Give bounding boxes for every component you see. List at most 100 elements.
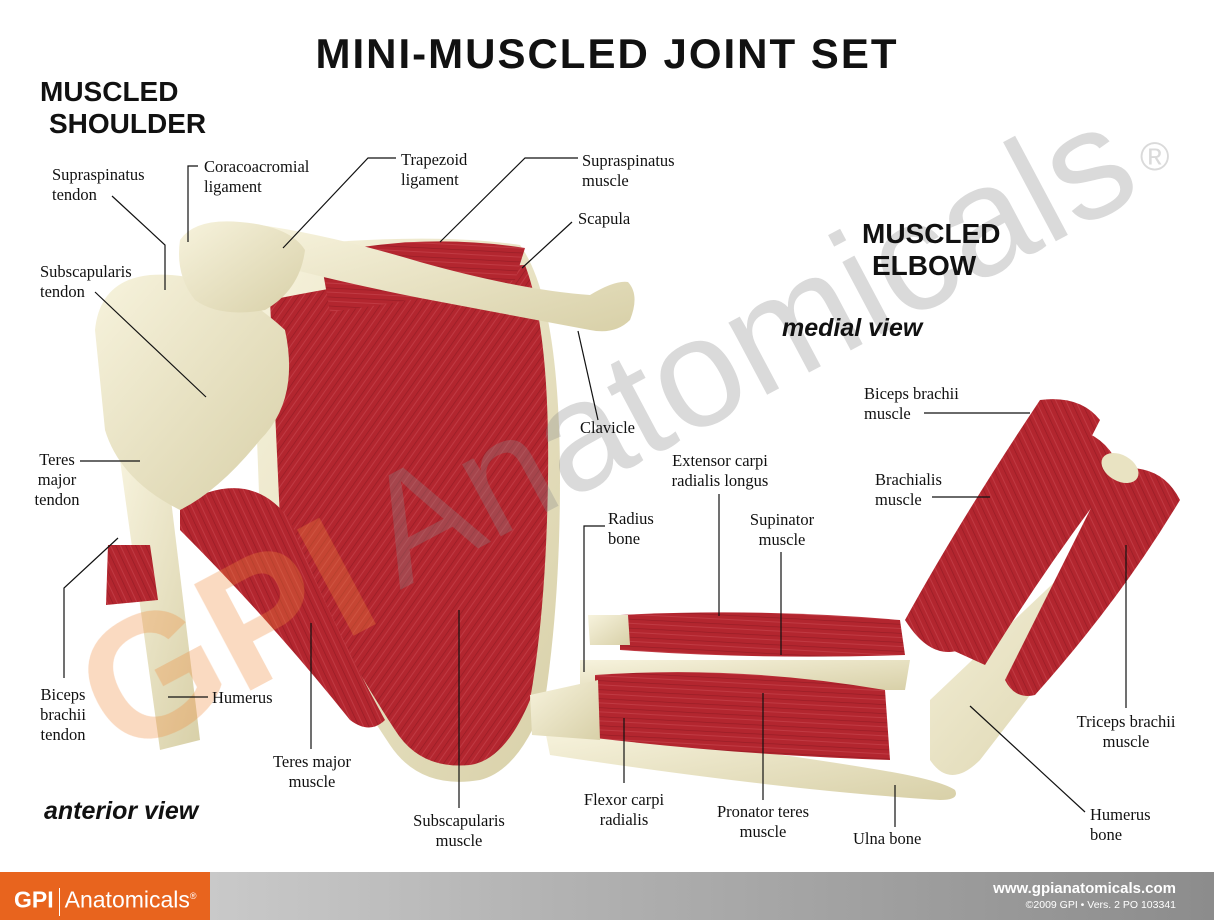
label-coracoacromial-ligament: Coracoacromial ligament [204,157,309,197]
label-flexor-carpi-radialis: Flexor carpi radialis [566,790,682,830]
page-title: MINI-MUSCLED JOINT SET [315,30,899,77]
label-subscapularis-muscle: Subscapularis muscle [400,811,518,851]
label-line: radialis [599,810,649,829]
label-line: muscle [875,490,922,509]
label-line: Teres major [272,752,352,771]
label-line: Teres [39,450,75,469]
radius-distal-shape [588,615,630,645]
label-line: bone [1090,825,1123,844]
label-line: Pronator teres [716,802,810,821]
label-trapezoid-ligament: Trapezoid ligament [401,150,467,190]
subscapularis-muscle-shape [270,265,549,766]
extensor-carpi-shape [620,612,905,657]
label-line: Ulna bone [853,829,922,848]
clavicle-shape [260,225,635,332]
label-extensor-carpi-radialis-longus: Extensor carpi radialis longus [655,451,785,491]
label-line: muscle [1102,732,1150,751]
shoulder-heading: MUSCLED SHOULDER [40,76,206,140]
label-humerus-bone: Humerus bone [1090,805,1151,845]
elbow-view-label: medial view [782,314,923,342]
leader-clavicle [577,330,599,421]
shoulder-heading-line1: MUSCLED [40,76,179,107]
shoulder-model [95,221,635,782]
footer-website[interactable]: www.gpianatomicals.com [993,880,1176,897]
humerus-shape [120,450,200,750]
label-line: ligament [204,177,262,196]
biceps-tendon-stump [106,545,158,605]
label-line: ligament [401,170,459,189]
label-line: Humerus [212,688,273,707]
leader-trapezoid [282,157,396,249]
label-subscapularis-tendon: Subscapularis tendon [40,262,132,302]
label-ulna-bone: Ulna bone [853,829,921,849]
triceps-muscle-shape [1005,468,1180,696]
teres-major-muscle-shape [180,488,385,728]
label-line: Brachialis [875,470,942,489]
label-line: bone [608,529,641,548]
label-line: radialis longus [671,471,769,490]
label-line: Scapula [578,209,631,228]
label-brachialis-muscle: Brachialis muscle [875,470,942,510]
forearm-distal-shape [530,680,600,740]
leader-supraspinatus-tendon [111,195,166,290]
leader-scapula [521,221,573,269]
flexor-forearm-shape [595,672,890,760]
humeral-head-shape [95,274,290,510]
label-line: Subscapularis [40,262,132,281]
label-supinator-muscle: Supinator muscle [732,510,832,550]
brachialis-muscle-shape [930,430,1120,665]
label-biceps-brachii-tendon: Biceps brachii tendon [30,685,96,745]
shoulder-view-label: anterior view [44,797,199,825]
leader-subscapularis-tendon [94,291,207,398]
logo-anatomicals: Anatomicals [64,886,190,913]
label-line: muscle [582,171,629,190]
label-supraspinatus-muscle: Supraspinatus muscle [582,151,675,191]
leader-biceps-tendon [63,537,119,678]
label-line: muscle [864,404,911,423]
label-supraspinatus-tendon: Supraspinatus tendon [52,165,145,205]
ulna-shape [545,730,956,800]
label-line: muscle [288,772,336,791]
label-radius-bone: Radius bone [608,509,654,549]
label-biceps-brachii-muscle: Biceps brachii muscle [864,384,959,424]
label-line: Humerus [1090,805,1151,824]
label-line: Extensor carpi [672,451,768,470]
watermark-registered: ® [1140,135,1169,179]
label-line: brachii [40,705,86,724]
label-line: Supinator [749,510,815,529]
label-scapula: Scapula [578,209,630,229]
leader-radius [583,525,605,672]
label-line: tendon [34,490,80,509]
label-clavicle: Clavicle [580,418,635,438]
label-line: Radius [608,509,654,528]
label-line: tendon [40,725,86,744]
label-line: Flexor carpi [583,790,665,809]
label-line: muscle [435,831,483,850]
label-line: major [37,470,77,489]
elbow-model [530,399,1180,800]
logo-divider [58,887,60,916]
leader-lines [63,157,1127,827]
label-line: muscle [758,530,806,549]
label-line: Subscapularis [413,811,505,830]
biceps-muscle-shape [905,399,1100,652]
leader-coracoacromial [187,165,198,242]
label-humerus: Humerus [212,688,273,708]
elbow-heading: MUSCLED ELBOW [862,218,1000,282]
acromion-shape [179,221,305,313]
leader-supraspinatus-muscle [439,157,578,243]
label-line: muscle [739,822,787,841]
label-line: Trapezoid [401,150,468,169]
label-teres-major-tendon: Teres major tendon [24,450,90,510]
leader-humerus-bone [969,705,1086,813]
logo-gpi: GPI [14,886,54,913]
label-pronator-teres-muscle: Pronator teres muscle [702,802,824,842]
label-line: Supraspinatus [582,151,675,170]
label-line: Triceps brachii [1076,712,1176,731]
label-line: Biceps brachii [864,384,959,403]
label-line: Biceps [40,685,86,704]
label-line: Coracoacromial [204,157,310,176]
label-line: Supraspinatus [52,165,145,184]
